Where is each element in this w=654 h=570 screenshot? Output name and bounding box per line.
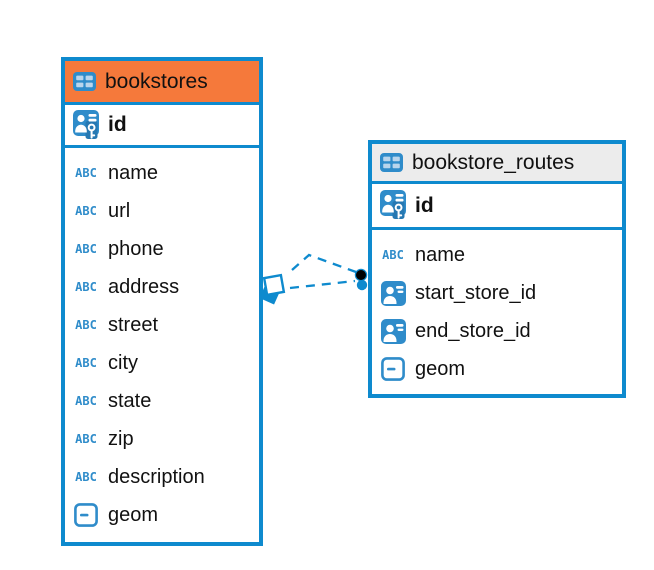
table-bookstore-routes-header[interactable]: bookstore_routes: [372, 144, 622, 184]
text-type-icon: ABC: [75, 204, 97, 218]
column-name: description: [108, 465, 205, 488]
text-type-icon: ABC: [75, 356, 97, 370]
primary-key-icon: [71, 109, 101, 141]
column-row-description[interactable]: ABC description: [65, 458, 259, 496]
column-row-id[interactable]: id: [372, 184, 622, 230]
primary-key-icon: [378, 190, 408, 221]
column-row-street[interactable]: ABC street: [65, 306, 259, 344]
text-type-icon: ABC: [75, 280, 97, 294]
table-bookstores[interactable]: bookstores id ABC name: [61, 57, 263, 546]
relationship-diamond-endpoint[interactable]: [259, 273, 286, 305]
column-name: start_store_id: [415, 281, 537, 304]
column-row-name[interactable]: ABC name: [372, 236, 622, 274]
relationship-dot-endpoint[interactable]: [354, 268, 368, 291]
table-icon: [380, 153, 403, 172]
column-name: address: [108, 275, 180, 298]
foreign-key-icon: [378, 318, 408, 344]
relationship-line-lower: [289, 279, 356, 290]
column-name: street: [108, 313, 159, 336]
column-name: geom: [415, 357, 466, 380]
column-name: city: [108, 351, 138, 374]
column-name: url: [108, 199, 131, 222]
text-type-icon: ABC: [75, 166, 97, 180]
text-type-icon: ABC: [75, 242, 97, 256]
column-row-start-store-id[interactable]: start_store_id: [372, 274, 622, 312]
column-name: state: [108, 389, 152, 412]
column-row-id[interactable]: id: [65, 105, 259, 148]
column-name: end_store_id: [415, 319, 531, 342]
column-row-phone[interactable]: ABC phone: [65, 230, 259, 268]
column-row-name[interactable]: ABC name: [65, 154, 259, 192]
text-type-icon: ABC: [75, 470, 97, 484]
column-name: name: [108, 161, 159, 184]
table-icon: [73, 72, 96, 91]
column-name: zip: [108, 427, 134, 450]
column-name: id: [415, 193, 434, 217]
relationship-line-upper: [291, 253, 357, 274]
column-row-geom[interactable]: geom: [372, 350, 622, 388]
column-row-url[interactable]: ABC url: [65, 192, 259, 230]
table-title: bookstores: [105, 69, 208, 93]
table-bookstore-routes[interactable]: bookstore_routes id ABC name: [368, 140, 626, 398]
text-type-icon: ABC: [75, 318, 97, 332]
column-name: phone: [108, 237, 164, 260]
text-type-icon: ABC: [382, 248, 404, 262]
column-row-address[interactable]: ABC address: [65, 268, 259, 306]
table-bookstores-columns: ABC name ABC url ABC phone ABC address A…: [65, 148, 259, 534]
geometry-type-icon: [378, 357, 408, 381]
column-row-zip[interactable]: ABC zip: [65, 420, 259, 458]
geometry-type-icon: [71, 503, 101, 527]
column-row-geom[interactable]: geom: [65, 496, 259, 534]
table-bookstores-header[interactable]: bookstores: [65, 61, 259, 105]
column-name: geom: [108, 503, 159, 526]
column-row-city[interactable]: ABC city: [65, 344, 259, 382]
foreign-key-icon: [378, 280, 408, 306]
table-bookstore-routes-columns: ABC name start_store_id: [372, 230, 622, 388]
column-row-end-store-id[interactable]: end_store_id: [372, 312, 622, 350]
column-name: id: [108, 113, 127, 136]
text-type-icon: ABC: [75, 432, 97, 446]
column-name: name: [415, 243, 466, 266]
column-row-state[interactable]: ABC state: [65, 382, 259, 420]
text-type-icon: ABC: [75, 394, 97, 408]
table-title: bookstore_routes: [412, 150, 575, 174]
